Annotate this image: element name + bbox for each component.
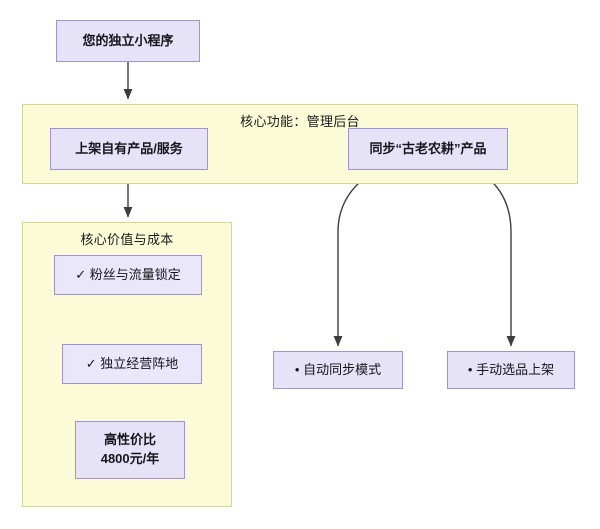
node-price-value-title: 高性价比 (103, 432, 156, 448)
node-root-label: 您的独立小程序 (82, 32, 174, 48)
node-manual-select-listing-label: • 手动选品上架 (467, 361, 555, 377)
group-core-function-title: 核心功能：管理后台 (240, 114, 360, 129)
node-manual-select-listing[interactable]: • 手动选品上架 (447, 351, 575, 389)
node-auto-sync-mode[interactable]: • 自动同步模式 (273, 351, 403, 389)
edge-sync-to-auto-sync (333, 169, 379, 347)
node-own-products[interactable]: 上架自有产品/服务 (50, 128, 208, 170)
node-independent-business-base[interactable]: ✓ 独立经营阵地 (62, 344, 202, 384)
node-price-value-amount: 4800元/年 (100, 451, 160, 466)
edge-sync-to-manual-select (475, 169, 516, 347)
node-root-mini-program[interactable]: 您的独立小程序 (56, 20, 200, 62)
node-sync-products-label: 同步“古老农耕”产品 (369, 140, 487, 156)
group-core-value-title: 核心价值与成本 (80, 232, 174, 247)
node-fans-traffic-lock[interactable]: ✓ 粉丝与流量锁定 (54, 255, 202, 295)
node-own-products-label: 上架自有产品/服务 (75, 140, 183, 156)
node-fans-traffic-lock-label: ✓ 粉丝与流量锁定 (75, 266, 181, 282)
node-sync-products[interactable]: 同步“古老农耕”产品 (348, 128, 508, 170)
node-price-value[interactable]: 高性价比 4800元/年 (75, 421, 185, 479)
node-independent-business-base-label: ✓ 独立经营阵地 (85, 355, 179, 371)
node-auto-sync-mode-label: • 自动同步模式 (294, 361, 382, 377)
